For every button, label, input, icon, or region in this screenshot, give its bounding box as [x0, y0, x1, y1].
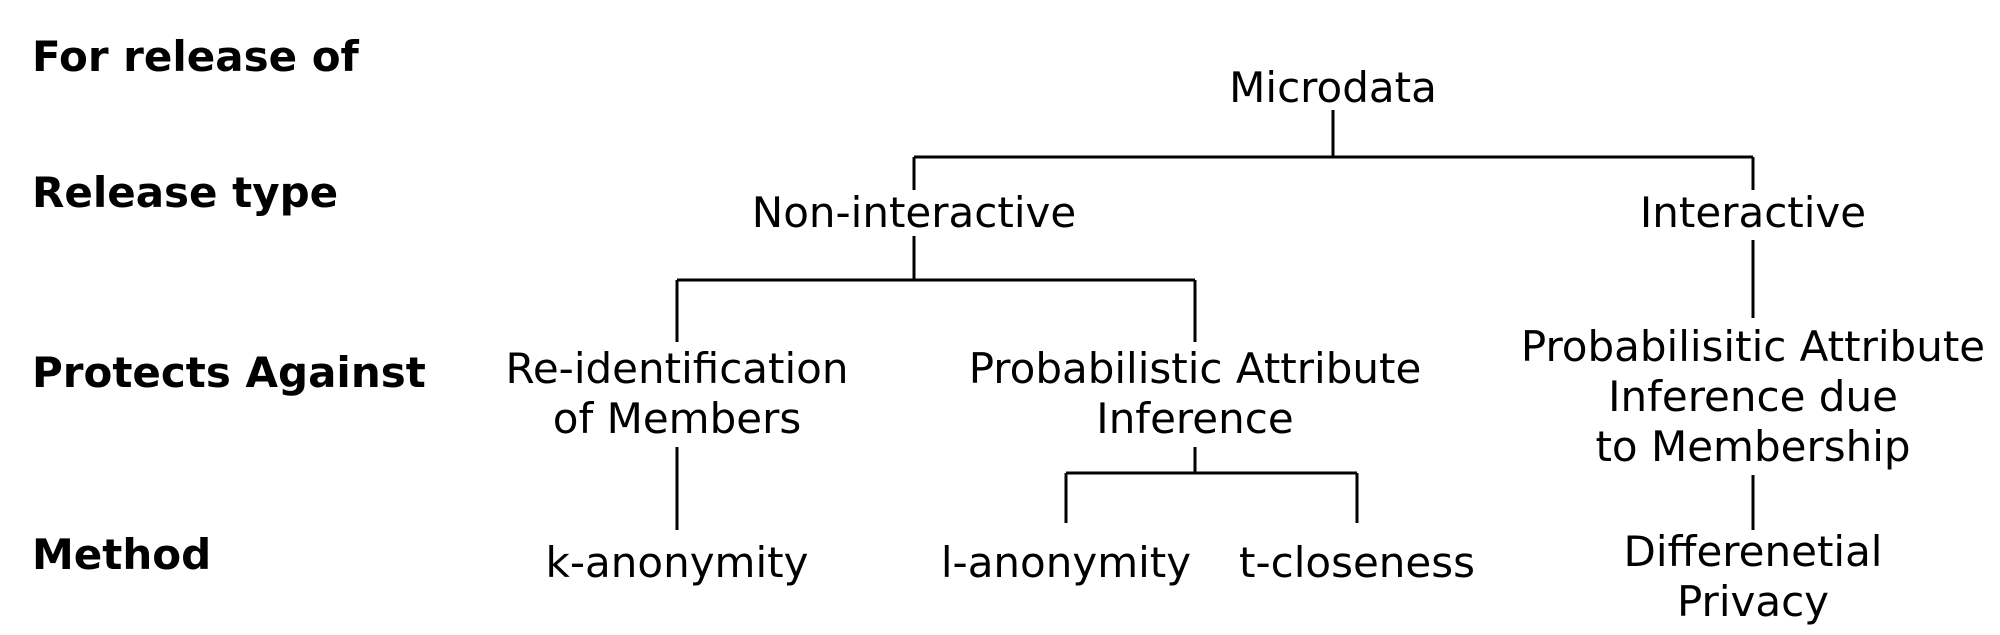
node-reidentification-line-1: Re-identification: [505, 344, 849, 393]
node-k-anonymity-line-1: k-anonymity: [545, 538, 809, 587]
node-non-interactive-line-1: Non-interactive: [751, 188, 1077, 237]
node-differential-privacy-line-1: Differenetial: [1623, 527, 1883, 576]
node-differential-privacy-line-2: Privacy: [1676, 577, 1830, 626]
node-prob-attr-membership-line-1: Probabilisitic Attribute: [1520, 322, 1986, 371]
node-t-closeness-line-1: t-closeness: [1238, 538, 1476, 587]
node-prob-attr-inference-line-2: Inference: [1096, 394, 1294, 443]
node-k-anonymity: k-anonymity: [546, 538, 809, 588]
row-label-release-type: Release type: [32, 168, 339, 217]
node-microdata: Microdata: [1229, 63, 1437, 113]
node-prob-attr-membership-line-3: to Membership: [1595, 422, 1911, 471]
row-label-release-of: For release of: [32, 32, 359, 81]
node-interactive-line-1: Interactive: [1639, 188, 1867, 237]
node-prob-attr-membership: Probabilisitic Attribute Inference due t…: [1521, 322, 1985, 472]
node-differential-privacy: Differenetial Privacy: [1624, 527, 1883, 627]
row-label-protects-against: Protects Against: [32, 348, 426, 397]
node-l-anonymity: l-anonymity: [941, 538, 1191, 588]
node-l-anonymity-line-1: l-anonymity: [940, 538, 1192, 587]
node-interactive: Interactive: [1640, 188, 1866, 238]
node-prob-attr-inference-line-1: Probabilistic Attribute: [968, 344, 1422, 393]
node-reidentification: Re-identification of Members: [506, 344, 849, 444]
node-prob-attr-inference: Probabilistic Attribute Inference: [969, 344, 1422, 444]
node-non-interactive: Non-interactive: [752, 188, 1076, 238]
node-t-closeness: t-closeness: [1239, 538, 1475, 588]
node-reidentification-line-2: of Members: [552, 394, 802, 443]
node-prob-attr-membership-line-2: Inference due: [1608, 372, 1898, 421]
node-microdata-line-1: Microdata: [1229, 63, 1437, 112]
row-label-method: Method: [32, 530, 212, 579]
